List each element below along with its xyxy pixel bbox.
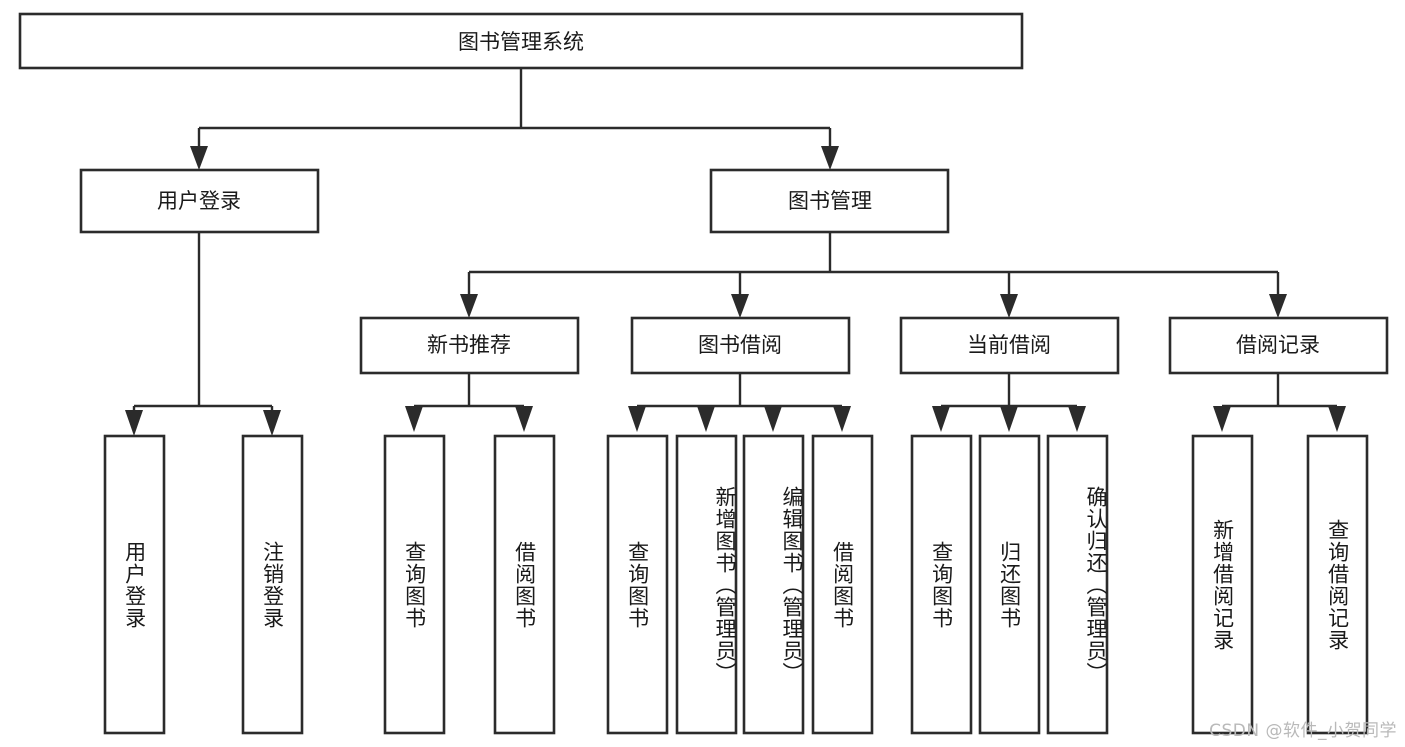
node-user-login[interactable]: 用户登录 bbox=[79, 168, 320, 234]
arrow-leaf-current-borrow-2 bbox=[1000, 406, 1018, 432]
node-user-login-box[interactable] bbox=[79, 168, 320, 234]
node-borrow-record-label: 借阅记录 bbox=[1236, 333, 1320, 357]
arrow-leaf-borrow-record-2 bbox=[1328, 406, 1346, 432]
leaf-box-book-borrow-4[interactable] bbox=[811, 434, 874, 735]
leaf-box-book-borrow-1[interactable] bbox=[606, 434, 669, 735]
node-book-borrow-label: 图书借阅 bbox=[698, 333, 782, 357]
node-user-login-label: 用户登录 bbox=[157, 189, 241, 213]
arrow-borrow-record bbox=[1269, 294, 1287, 318]
leaf-box-new-book-2[interactable] bbox=[493, 434, 556, 735]
node-book-management-box[interactable] bbox=[709, 168, 950, 234]
leaf-box-user-login-1[interactable] bbox=[103, 434, 166, 735]
arrow-book-borrow bbox=[731, 294, 749, 318]
arrow-leaf-current-borrow-1 bbox=[932, 406, 950, 432]
arrow-leaf-book-borrow-2 bbox=[697, 406, 715, 432]
watermark-text: CSDN @软件_小贺同学 bbox=[1209, 721, 1397, 741]
node-borrow-record-box[interactable] bbox=[1168, 316, 1389, 375]
node-current-borrow-box[interactable] bbox=[899, 316, 1120, 375]
node-root-label: 图书管理系统 bbox=[458, 30, 584, 54]
node-book-borrow-box[interactable] bbox=[630, 316, 851, 375]
connector-group-current-borrow-leaves bbox=[932, 373, 1086, 432]
leaf-box-borrow-record-1[interactable] bbox=[1191, 434, 1254, 735]
connector-group-book-borrow-leaves bbox=[628, 373, 851, 432]
leaf-box-new-book-1[interactable] bbox=[383, 434, 446, 735]
arrow-leaf-new-book-2 bbox=[515, 406, 533, 432]
arrow-leaf-current-borrow-3 bbox=[1068, 406, 1086, 432]
arrow-leaf-new-book-1 bbox=[405, 406, 423, 432]
arrow-leaf-book-borrow-3 bbox=[764, 406, 782, 432]
arrow-leaf-book-borrow-4 bbox=[833, 406, 851, 432]
node-current-borrow[interactable]: 当前借阅 bbox=[899, 316, 1120, 375]
arrow-leaf-user-login-1 bbox=[125, 410, 143, 436]
node-book-management[interactable]: 图书管理 bbox=[709, 168, 950, 234]
connector-group-user-login-leaves bbox=[125, 232, 281, 436]
arrow-leaf-book-borrow-1 bbox=[628, 406, 646, 432]
node-new-book-recommend-box[interactable] bbox=[359, 316, 580, 375]
connector-group-root-to-level2 bbox=[190, 68, 839, 170]
leaf-box-book-borrow-3[interactable] bbox=[742, 434, 805, 735]
node-new-book-recommend-label: 新书推荐 bbox=[427, 333, 511, 357]
node-current-borrow-label: 当前借阅 bbox=[967, 333, 1051, 357]
arrow-leaf-user-login-2 bbox=[263, 410, 281, 436]
connector-group-new-book-leaves bbox=[405, 373, 533, 432]
arrow-book-mgmt bbox=[821, 146, 839, 170]
leaf-boxes-borrow-record bbox=[1191, 434, 1369, 735]
node-book-borrow[interactable]: 图书借阅 bbox=[630, 316, 851, 375]
node-borrow-record[interactable]: 借阅记录 bbox=[1168, 316, 1389, 375]
leaf-box-borrow-record-2[interactable] bbox=[1306, 434, 1369, 735]
leaf-boxes-book-borrow bbox=[606, 434, 874, 735]
arrow-user-login bbox=[190, 146, 208, 170]
leaf-box-book-borrow-2[interactable] bbox=[675, 434, 738, 735]
leaf-box-current-borrow-2[interactable] bbox=[978, 434, 1041, 735]
connector-group-borrow-record-leaves bbox=[1213, 373, 1346, 432]
arrow-new-book bbox=[460, 294, 478, 318]
leaf-boxes-new-book-recommend bbox=[383, 434, 556, 735]
node-root-box[interactable] bbox=[18, 12, 1024, 70]
leaf-boxes-user-login bbox=[103, 434, 304, 735]
leaf-box-user-login-2[interactable] bbox=[241, 434, 304, 735]
leaf-box-current-borrow-1[interactable] bbox=[910, 434, 973, 735]
arrow-current-borrow bbox=[1000, 294, 1018, 318]
leaf-box-current-borrow-3[interactable] bbox=[1046, 434, 1109, 735]
node-new-book-recommend[interactable]: 新书推荐 bbox=[359, 316, 580, 375]
leaf-boxes-current-borrow bbox=[910, 434, 1109, 735]
arrow-leaf-borrow-record-1 bbox=[1213, 406, 1231, 432]
connector-group-book-mgmt-to-level3 bbox=[460, 232, 1287, 318]
node-book-management-label: 图书管理 bbox=[788, 189, 872, 213]
node-root[interactable]: 图书管理系统 bbox=[18, 12, 1024, 70]
